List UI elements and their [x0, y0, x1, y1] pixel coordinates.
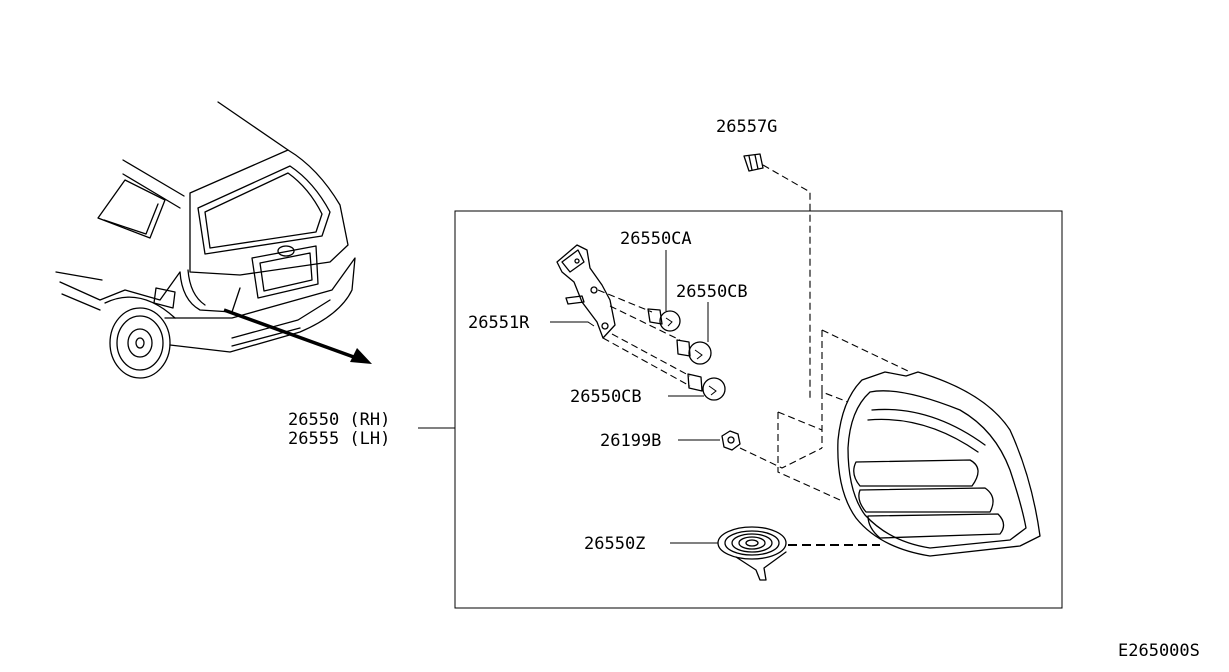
vehicle-rear-illustration — [55, 101, 372, 379]
rear-combination-lamp — [777, 329, 1041, 557]
diagram-code: E265000S — [1118, 641, 1200, 661]
label-socket-bracket: 26551R — [468, 313, 530, 333]
label-nut: 26199B — [600, 431, 661, 451]
clip-part — [743, 153, 811, 398]
assembly-frame — [454, 210, 1063, 609]
label-bulb-cb-lower: 26550CB — [570, 387, 642, 407]
label-lamp-lh: 26555 (LH) — [288, 429, 390, 449]
label-bulb-ca: 26550CA — [620, 229, 692, 249]
nut-part — [721, 430, 741, 451]
bulb-ca — [647, 308, 681, 332]
socket-bracket — [550, 244, 616, 339]
label-clip: 26557G — [716, 117, 777, 137]
label-lamp-rh: 26550 (RH) — [288, 410, 390, 430]
arrow-head-icon — [350, 348, 372, 364]
bulb-cb-lower — [687, 373, 726, 401]
bulb-cb-upper — [676, 339, 712, 365]
label-seal: 26550Z — [584, 534, 645, 554]
label-bulb-cb-upper: 26550CB — [676, 282, 748, 302]
seal-coil — [717, 526, 787, 581]
